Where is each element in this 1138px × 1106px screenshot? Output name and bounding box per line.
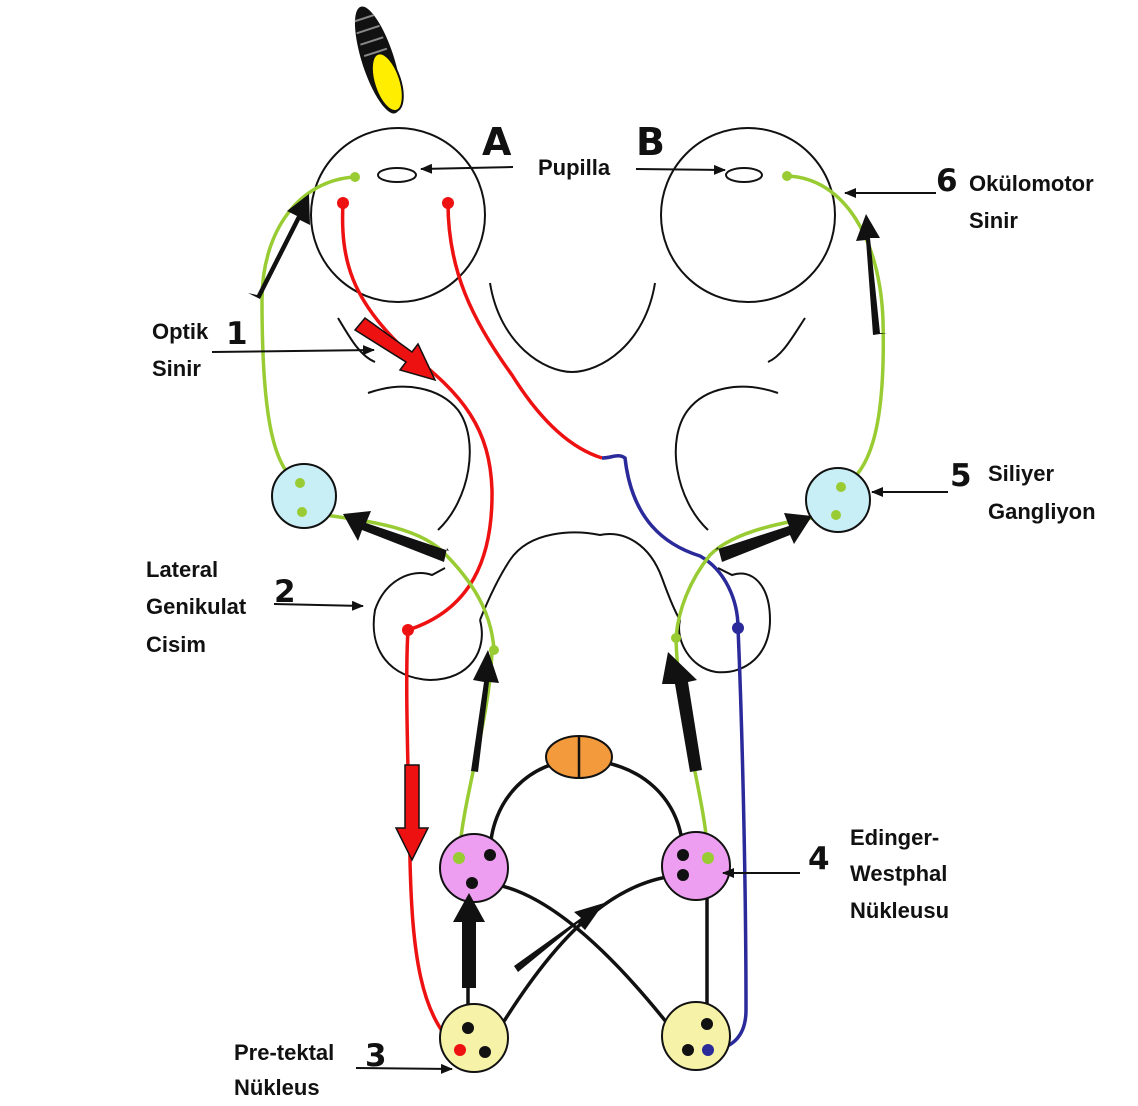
pretektal-label-line1: Pre-tektal [234,1035,334,1071]
optik-label-line2: Sinir [152,351,201,387]
siliyer-gangliyon-left [272,464,336,528]
flashlight-icon [345,2,410,118]
number-3: 3 [365,1040,387,1072]
side-label-b: B [636,122,665,162]
okulomotor-label-line1: Okülomotor [969,166,1094,202]
lateral-label-line3: Cisim [146,627,206,663]
okulomotor-label-line2: Sinir [969,203,1018,239]
right-eyeball [661,128,835,302]
pretektal-label-line2: Nükleus [234,1070,320,1106]
pupil-left-icon [378,168,416,182]
pupilla-label: Pupilla [538,150,610,186]
pretectal-nucleus-right [662,1002,730,1070]
lateral-label-line2: Genikulat [146,589,246,625]
optik-label-line1: Optik [152,314,208,350]
edinger-westphal-nucleus-right [662,832,730,900]
neural-connections [468,760,707,1052]
label-pointers [212,167,948,1069]
number-1: 1 [226,318,248,350]
optic-pathway-crossing-left [448,203,602,458]
edinger-label-line3: Nükleusu [850,893,949,929]
siliyer-label-line1: Siliyer [988,456,1054,492]
optic-direction-arrows [355,318,435,860]
edinger-label-line1: Edinger- [850,820,939,856]
pretectal-nucleus-left [440,1004,508,1072]
siliyer-gangliyon-right [806,468,870,532]
edinger-westphal-nucleus-left [440,834,508,902]
interneuron-nucleus [546,736,612,778]
lateral-label-line1: Lateral [146,552,218,588]
side-label-a: A [482,122,511,162]
brain-outline [338,283,805,680]
pupil-right-icon [726,168,762,182]
siliyer-label-line2: Gangliyon [988,494,1096,530]
number-4: 4 [808,843,830,875]
number-2: 2 [274,576,296,608]
direction-arrows [248,194,887,988]
edinger-label-line2: Westphal [850,856,947,892]
number-5: 5 [950,460,972,492]
number-6: 6 [936,165,958,197]
